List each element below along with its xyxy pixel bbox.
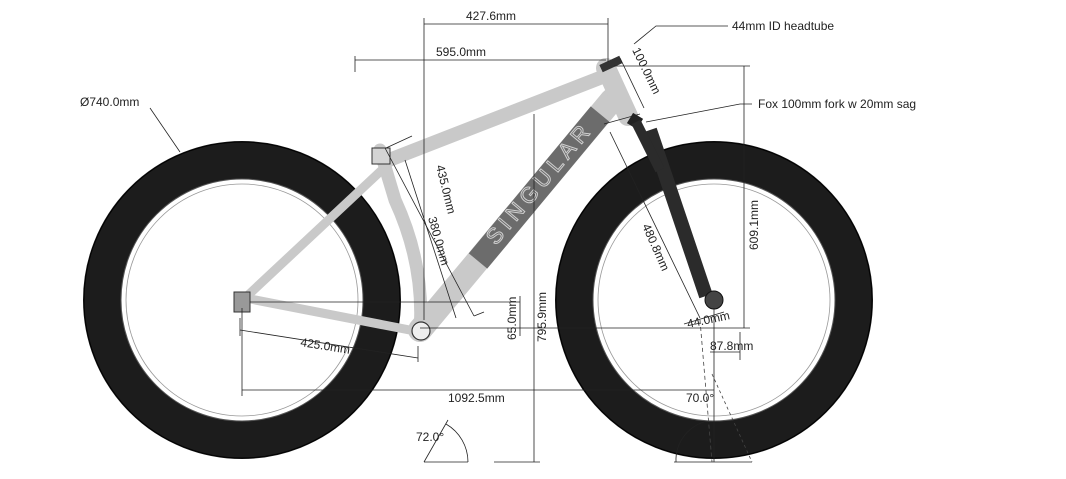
fork-leader xyxy=(645,103,752,123)
label-425: 425.0mm xyxy=(300,335,352,357)
seatstay-tube xyxy=(240,163,389,303)
wheel-dia-leader xyxy=(149,107,181,153)
label-380: 380.0mm xyxy=(425,215,452,267)
bottom-bracket xyxy=(411,321,431,341)
stem-cap xyxy=(599,55,623,73)
dimension-lines xyxy=(149,18,753,463)
label-435: 435.0mm xyxy=(433,163,459,215)
down-tube-decal-band xyxy=(468,106,610,269)
label-65: 65.0mm xyxy=(505,297,519,340)
steering-axis-line xyxy=(699,319,713,463)
label-595: 595.0mm xyxy=(436,45,486,59)
fork-upper xyxy=(631,119,665,173)
rear-rim xyxy=(120,178,364,422)
rear-rim-inner xyxy=(125,183,359,417)
label-wheel-diameter: Ø740.0mm xyxy=(80,95,139,109)
head-tube xyxy=(596,58,638,126)
label-609: 609.1mm xyxy=(747,200,761,250)
rear-tire-outer-edge xyxy=(83,141,401,459)
seat-angle-line xyxy=(423,419,449,463)
dim-offset-line xyxy=(683,311,725,325)
headtube-id-leader xyxy=(633,25,728,45)
label-trail: 87.8mm xyxy=(710,339,753,353)
seat-angle-arc xyxy=(445,423,469,463)
top-tube xyxy=(377,67,617,169)
label-427: 427.6mm xyxy=(466,9,516,23)
label-seat-angle: 72.0° xyxy=(416,430,444,444)
label-offset: 44.0mm xyxy=(686,308,731,331)
label-fork: Fox 100mm fork w 20mm sag xyxy=(758,97,916,111)
dim-380-line xyxy=(404,159,457,319)
dim-480-tick xyxy=(603,113,641,125)
rear-tire xyxy=(83,141,401,459)
head-angle-line xyxy=(711,373,753,463)
dim-435-line xyxy=(384,147,475,317)
label-headtube-id: 44mm ID headtube xyxy=(732,19,834,33)
fork-dropout xyxy=(704,290,724,310)
dim-480-line xyxy=(609,131,701,319)
chainstay-tube xyxy=(240,293,425,337)
dim-425-line xyxy=(239,329,419,359)
label-480: 480.8mm xyxy=(639,222,672,273)
head-angle-arc xyxy=(675,421,705,463)
label-head-angle: 70.0° xyxy=(686,391,714,405)
dim-435-tick xyxy=(385,135,413,149)
label-795: 795.9mm xyxy=(535,292,549,342)
seat-collar xyxy=(371,147,391,165)
fork xyxy=(599,55,724,310)
dim-435-tick-2 xyxy=(473,311,485,317)
rear-wheel xyxy=(83,141,401,459)
label-wheelbase: 1092.5mm xyxy=(448,391,505,405)
